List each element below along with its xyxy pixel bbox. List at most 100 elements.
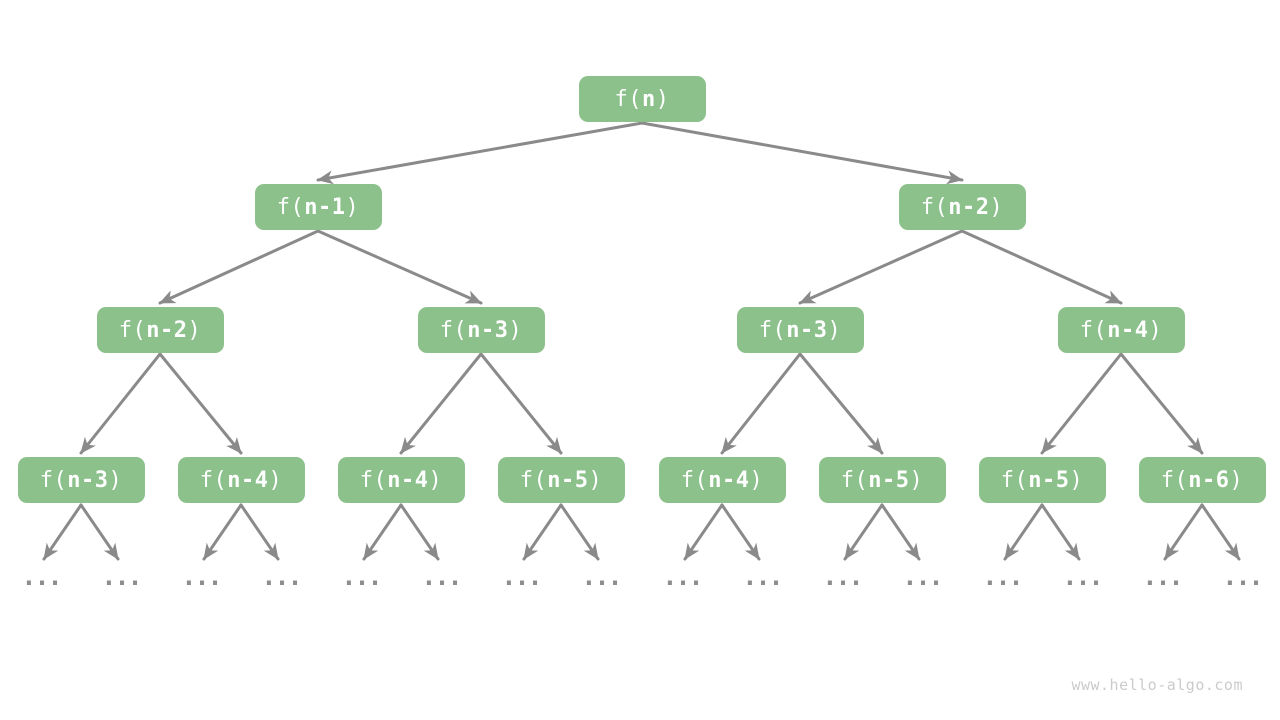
tree-node-n2b: f(n-3)	[417, 307, 545, 353]
ellipsis-leaf: ...	[581, 562, 622, 591]
edge-arrow	[1200, 503, 1241, 561]
edge-arrow	[559, 503, 600, 561]
node-label-post: )	[1069, 467, 1084, 493]
tree-node-n2c: f(n-3)	[736, 307, 864, 353]
ellipsis-leaf: ...	[1142, 562, 1183, 591]
tree-node-n3b: f(n-4)	[177, 457, 305, 503]
ellipsis-leaf: ...	[261, 562, 302, 591]
edge-arrow	[960, 229, 1123, 305]
edge-arrow	[399, 352, 483, 455]
ellipsis-leaf: ...	[21, 562, 62, 591]
ellipsis-leaf: ...	[101, 562, 142, 591]
edge-arrow	[880, 503, 921, 561]
node-label-post: )	[1229, 467, 1244, 493]
edge-arrow	[522, 503, 563, 561]
ellipsis-leaf: ...	[822, 562, 863, 591]
node-label-mid: n-3	[786, 317, 828, 343]
ellipsis-leaf: ...	[982, 562, 1023, 591]
node-label-mid: n-5	[547, 467, 589, 493]
tree-node-n3a: f(n-3)	[17, 457, 145, 503]
edge-arrow	[720, 503, 761, 561]
node-label-post: )	[345, 194, 360, 220]
edge-arrow	[1163, 503, 1204, 561]
edge-arrow	[1003, 503, 1044, 561]
tree-node-n3f: f(n-5)	[818, 457, 946, 503]
node-label-pre: f(	[758, 317, 787, 343]
node-label-post: )	[827, 317, 842, 343]
ellipsis-leaf: ...	[501, 562, 542, 591]
edge-arrow	[316, 121, 644, 185]
tree-node-n3h: f(n-6)	[1138, 457, 1266, 503]
node-label-pre: f(	[1160, 467, 1189, 493]
tree-node-n3d: f(n-5)	[497, 457, 625, 503]
tree-node-n2d: f(n-4)	[1057, 307, 1185, 353]
tree-node-n3c: f(n-4)	[337, 457, 465, 503]
edge-arrow	[1119, 352, 1204, 455]
edge-arrow	[42, 503, 83, 561]
node-label-pre: f(	[439, 317, 468, 343]
edge-arrow	[362, 503, 403, 561]
node-label-mid: n-1	[304, 194, 346, 220]
edge-arrow	[1040, 503, 1081, 561]
node-label-post: )	[268, 467, 283, 493]
node-label-pre: f(	[519, 467, 548, 493]
node-label-post: )	[588, 467, 603, 493]
node-label-mid: n-4	[1107, 317, 1149, 343]
node-label-mid: n-2	[948, 194, 990, 220]
node-label-post: )	[989, 194, 1004, 220]
node-label-post: )	[187, 317, 202, 343]
node-label-mid: n-5	[1028, 467, 1070, 493]
node-label-pre: f(	[39, 467, 68, 493]
edge-arrow	[843, 503, 884, 561]
edge-arrow	[399, 503, 440, 561]
edge-arrow	[158, 229, 320, 305]
edge-arrow	[158, 352, 243, 455]
node-label-mid: n-3	[467, 317, 509, 343]
node-label-mid: n-3	[67, 467, 109, 493]
edge-arrow	[640, 121, 964, 185]
node-label-pre: f(	[359, 467, 388, 493]
edge-arrow	[1040, 352, 1123, 455]
node-label-mid: n-4	[387, 467, 429, 493]
tree-node-n3g: f(n-5)	[978, 457, 1106, 503]
ellipsis-leaf: ...	[181, 562, 222, 591]
node-label-mid: n-2	[146, 317, 188, 343]
node-label-post: )	[508, 317, 523, 343]
node-label-pre: f(	[1000, 467, 1029, 493]
node-label-mid: n-4	[227, 467, 269, 493]
edge-arrow	[316, 229, 483, 305]
tree-node-n2a: f(n-2)	[96, 307, 224, 353]
edge-arrow	[798, 229, 964, 305]
ellipsis-leaf: ...	[1222, 562, 1263, 591]
node-label-post: )	[749, 467, 764, 493]
node-label-post: )	[108, 467, 123, 493]
node-label-pre: f(	[920, 194, 949, 220]
edge-arrow	[79, 352, 162, 455]
ellipsis-leaf: ...	[742, 562, 783, 591]
node-label-pre: f(	[680, 467, 709, 493]
edge-arrow	[239, 503, 280, 561]
node-label-pre: f(	[1079, 317, 1108, 343]
ellipsis-leaf: ...	[662, 562, 703, 591]
ellipsis-leaf: ...	[421, 562, 462, 591]
watermark: www.hello-algo.com	[1071, 676, 1243, 694]
ellipsis-leaf: ...	[341, 562, 382, 591]
edge-arrow	[683, 503, 724, 561]
edge-arrow	[798, 352, 884, 455]
edge-arrow	[720, 352, 802, 455]
node-label-pre: f(	[614, 86, 642, 112]
node-label-pre: f(	[276, 194, 305, 220]
node-label-post: )	[655, 86, 670, 112]
edge-arrow	[79, 503, 120, 561]
node-label-mid: n-6	[1188, 467, 1230, 493]
node-label-mid: n-5	[868, 467, 910, 493]
edge-arrow	[202, 503, 243, 561]
node-label-post: )	[428, 467, 443, 493]
node-label-post: )	[1148, 317, 1163, 343]
node-label-post: )	[909, 467, 924, 493]
node-label-pre: f(	[840, 467, 869, 493]
edge-arrow	[479, 352, 563, 455]
